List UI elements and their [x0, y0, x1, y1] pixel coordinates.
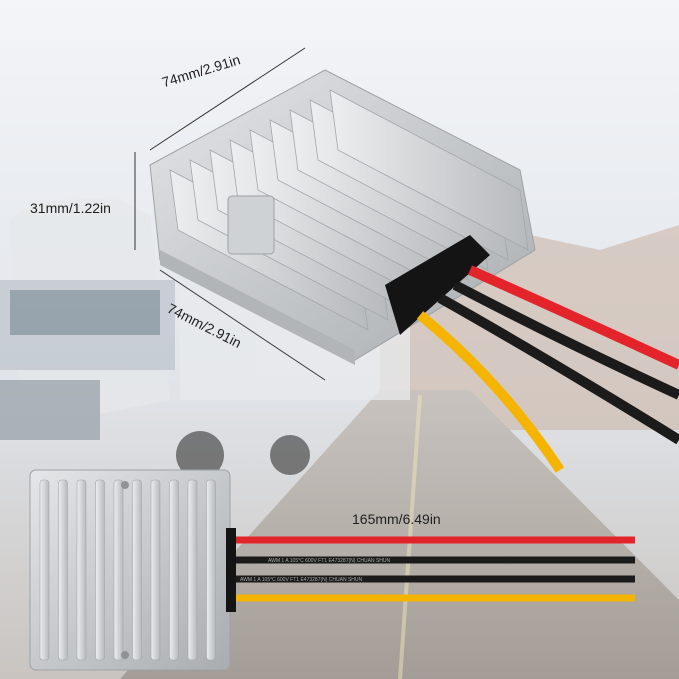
cable-grommet	[385, 235, 490, 335]
wire-red-top	[467, 265, 679, 370]
dimension-height: 31mm/1.22in	[30, 200, 111, 216]
fin	[329, 89, 529, 251]
front-heat-sink-fins	[39, 479, 216, 661]
front-grommet	[226, 528, 236, 612]
wire-yellow-top	[416, 311, 565, 473]
wire-black-top-1	[452, 280, 679, 400]
front-fin	[76, 479, 87, 661]
dim-line-top	[149, 47, 306, 151]
front-fin	[169, 479, 179, 661]
road	[120, 390, 679, 679]
front-fin	[95, 479, 105, 661]
dim-line-side	[159, 269, 326, 381]
front-fin	[113, 479, 124, 661]
front-fin	[187, 479, 198, 661]
dimension-wire-length: 165mm/6.49in	[352, 511, 441, 527]
wire-black-top-2	[437, 293, 679, 445]
converter-main	[149, 69, 536, 365]
front-fin	[39, 479, 50, 661]
converter-front-view	[29, 469, 231, 671]
wire-print-black-1: AWM 1 A 105°C 600V FT1 E473287(N) CHUAN …	[268, 558, 391, 564]
front-fin	[58, 479, 68, 661]
front-fin	[206, 479, 216, 661]
front-fin	[150, 479, 161, 661]
front-fin	[132, 479, 142, 661]
wire-print-black-2: AWM 1 A 105°C 600V FT1 E473287(N) CHUAN …	[240, 577, 363, 583]
